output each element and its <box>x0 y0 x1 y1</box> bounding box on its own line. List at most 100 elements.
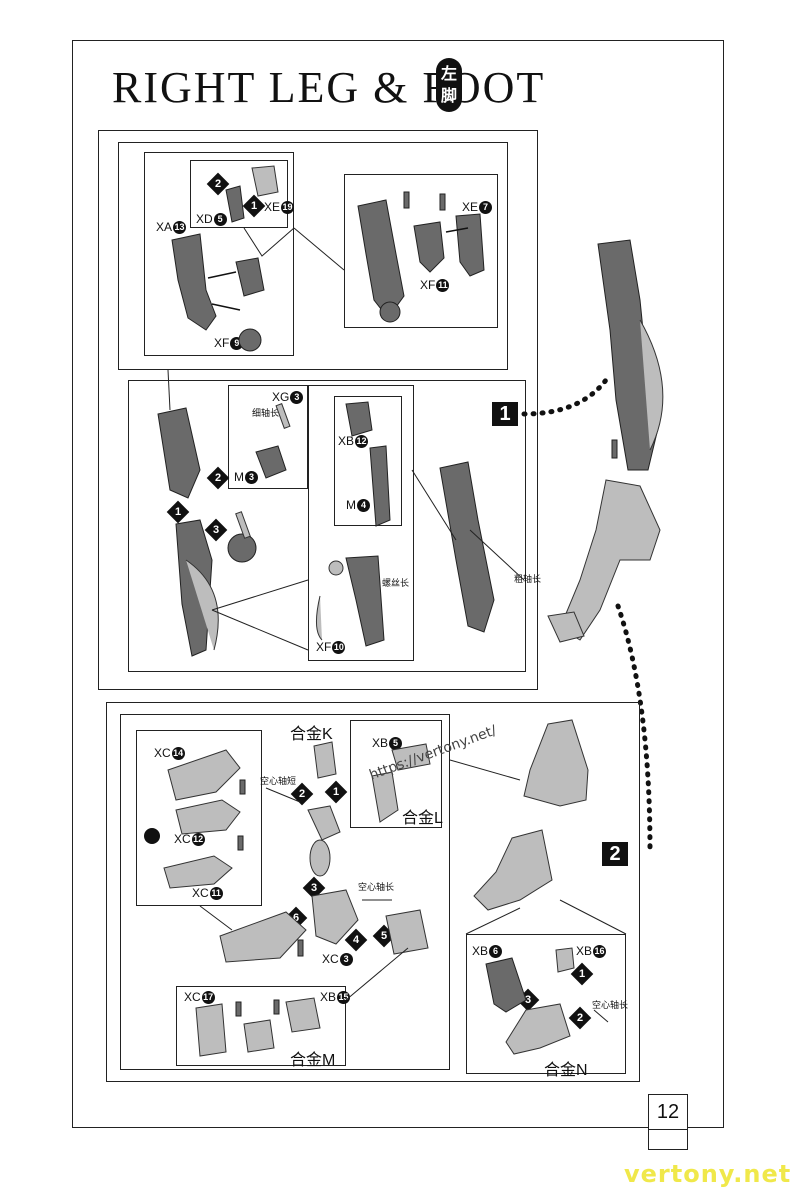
xc12-part <box>175 799 241 835</box>
alloy-k-label: 合金K <box>290 726 333 743</box>
xe-part <box>251 165 279 197</box>
xc17-part <box>195 1003 227 1057</box>
inset-m-frame <box>176 986 346 1066</box>
callout-c <box>167 369 171 411</box>
inset-a-frame <box>144 152 294 356</box>
arrow-a1 <box>207 271 237 279</box>
inset-d-m <box>369 445 391 527</box>
page-number: 12 <box>648 1094 688 1130</box>
lower-foot <box>473 829 553 911</box>
inset-xc-frame <box>136 730 262 906</box>
callout-b <box>293 227 345 271</box>
inset-n-frame <box>466 934 626 1074</box>
callout-a <box>243 227 295 257</box>
round-marker <box>144 828 160 844</box>
assembled-leg-chain <box>639 319 664 451</box>
xc-glue-2 <box>237 835 244 851</box>
page-number-tab <box>648 1128 688 1150</box>
alloy-n-label: 合金N <box>544 1062 588 1079</box>
lower-leg-1 <box>157 407 201 499</box>
center-disk <box>309 839 331 877</box>
glue-1 <box>403 191 410 209</box>
step1-marker: 1 <box>492 402 518 426</box>
alloy-k-part <box>313 741 337 779</box>
center-arm <box>307 805 341 841</box>
inset-l-frame <box>350 720 442 828</box>
callout-xc <box>199 905 233 931</box>
xc3-part <box>311 889 359 945</box>
inset-c-frame <box>228 385 308 489</box>
alloy-m-label: 合金M <box>290 1052 336 1069</box>
xb5-part <box>391 743 431 771</box>
alloy-m-part <box>243 1019 275 1053</box>
xb15-part <box>285 997 321 1033</box>
assembled-foot <box>559 479 661 641</box>
lower-pin <box>235 511 251 539</box>
callout-d1 <box>411 469 457 541</box>
main-foot-part <box>219 911 307 963</box>
inset-d-leg <box>345 555 385 647</box>
xc11-part <box>163 855 233 889</box>
thin-axis-note: 细轴长 <box>252 409 280 419</box>
inset-c-part <box>255 445 287 479</box>
xa-part <box>171 233 217 331</box>
callout-n1 <box>449 759 521 781</box>
hollow-long-note: 空心轴长 <box>358 883 395 893</box>
callout-n2 <box>465 907 521 935</box>
callout-m <box>345 947 409 1001</box>
short-shaft <box>265 787 301 803</box>
page-frame <box>72 40 724 1128</box>
thick-axis <box>469 529 525 581</box>
m-glue-2 <box>273 999 280 1015</box>
lower-leg-2 <box>175 519 213 657</box>
callout-n3 <box>559 899 627 935</box>
inset-b-clip <box>413 221 445 273</box>
inset-b-frame <box>344 174 498 328</box>
thick-axis-note: 粗轴长 <box>514 575 542 585</box>
inset-d-frame <box>308 385 414 661</box>
callout-d3 <box>211 609 309 651</box>
inset-b-wheel <box>379 301 401 323</box>
step2-marker: 2 <box>602 842 628 866</box>
xb16-part <box>555 947 575 973</box>
assembled-leg <box>597 239 661 471</box>
step2-panel <box>106 702 640 1082</box>
alloy-l-part <box>371 771 399 823</box>
callout-d2 <box>211 579 309 611</box>
arrow-a2 <box>211 303 241 311</box>
block-part <box>235 257 265 297</box>
lower-joint <box>227 533 257 563</box>
inset-d-nut <box>328 560 344 576</box>
inset-a-sub-frame <box>190 160 288 228</box>
step2-left-frame <box>120 714 450 1070</box>
alloy-l-label: 合金L <box>402 810 443 827</box>
inset-c-pin <box>275 403 291 429</box>
lower-leg-chain <box>185 559 219 651</box>
wheel-part <box>238 328 262 352</box>
inset-n-shaft <box>593 1009 609 1023</box>
corner-watermark: vertony.net <box>624 1160 792 1188</box>
step1-panel <box>98 130 538 690</box>
arrow-b1 <box>445 227 469 233</box>
hollow-short-note: 空心轴短 <box>260 777 297 787</box>
